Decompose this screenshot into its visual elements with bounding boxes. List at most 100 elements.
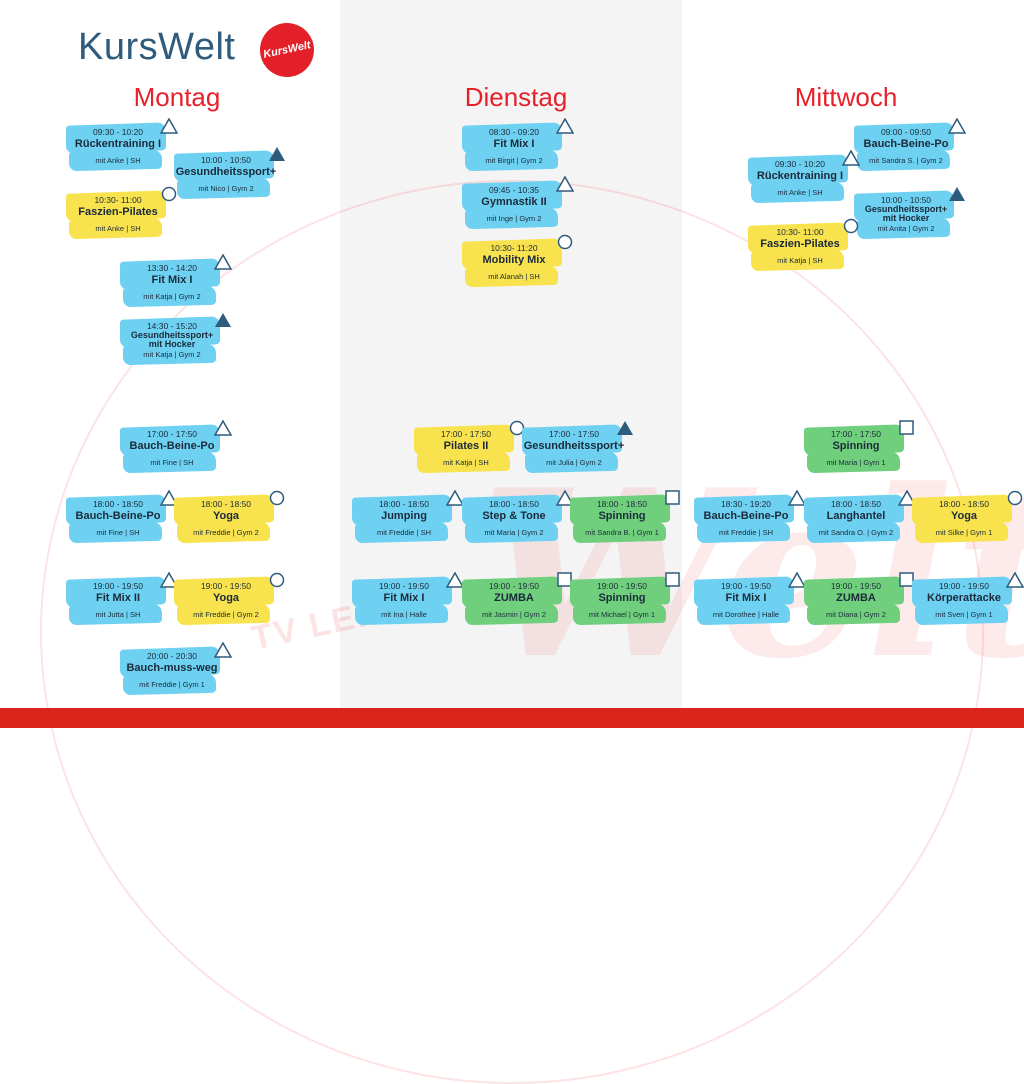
- course-trainer-room: mit Anita | Gym 2: [877, 224, 935, 233]
- course-time: 19:00 - 19:50: [92, 581, 144, 591]
- course-trainer-room: mit Ina | Halle: [381, 610, 427, 619]
- course-trainer-room: mit Birgit | Gym 2: [485, 156, 543, 165]
- triangle-filled-icon: [214, 312, 232, 328]
- course-name: ZUMBA: [836, 592, 876, 604]
- course-time: 09:30 - 10:20: [92, 127, 144, 137]
- logo-badge: KursWelt: [254, 17, 320, 83]
- course-trainer-room: mit Julia | Gym 2: [546, 458, 602, 467]
- course-trainer-room: mit Jutta | SH: [95, 610, 141, 619]
- course-time: 09:45 - 10:35: [488, 185, 540, 195]
- course-trainer-room: mit Anke | SH: [95, 156, 141, 165]
- course-name: Gesundheitssport+mit Hocker: [850, 205, 962, 223]
- course-name: Bauch-Beine-Po: [703, 510, 789, 522]
- course-title: Gesundheitssport+: [130, 330, 214, 340]
- course-time: 19:00 - 19:50: [596, 581, 648, 591]
- course-name: Spinning: [832, 440, 880, 452]
- course-time: 08:30 - 09:20: [488, 127, 540, 137]
- triangle-outline-icon: [213, 641, 233, 658]
- course-trainer-room: mit Freddie | Gym 2: [193, 528, 259, 537]
- course-name: Spinning: [598, 510, 646, 522]
- course-time: 10:00 - 10:50: [200, 155, 252, 165]
- course-trainer-room: mit Maria | Gym 1: [826, 458, 886, 467]
- course-name: Gesundheitssport+mit Hocker: [116, 331, 228, 349]
- course-time: 17:00 - 17:50: [440, 429, 492, 439]
- course-time: 14:30 - 15:20: [146, 321, 198, 331]
- course-trainer-room: mit Alanah | SH: [488, 272, 540, 281]
- course-name: Fit Mix I: [383, 592, 425, 604]
- day-title-mittwoch: Mittwoch: [794, 82, 898, 112]
- triangle-outline-icon: [555, 117, 575, 134]
- square-outline-icon: [898, 420, 916, 436]
- triangle-outline-icon: [445, 571, 465, 588]
- course-trainer-room: mit Katja | Gym 2: [143, 292, 201, 301]
- circle-outline-icon: [842, 218, 860, 234]
- course-trainer-room: mit Freddie | Gym 2: [193, 610, 259, 619]
- course-time: 19:00 - 19:50: [938, 581, 990, 591]
- course-name: Bauch-Beine-Po: [863, 138, 949, 150]
- course-time: 18:00 - 18:50: [92, 499, 144, 509]
- course-time: 18:00 - 18:50: [378, 499, 430, 509]
- circle-outline-icon: [160, 186, 178, 202]
- course-name: Fit Mix I: [151, 274, 193, 286]
- course-name: ZUMBA: [494, 592, 534, 604]
- course-time: 17:00 - 17:50: [830, 429, 882, 439]
- course-name: Faszien-Pilates: [760, 238, 840, 250]
- circle-outline-icon: [268, 572, 286, 588]
- circle-outline-icon: [268, 490, 286, 506]
- course-name: Fit Mix II: [96, 592, 140, 604]
- triangle-outline-icon: [159, 489, 179, 506]
- course-extra: mit Hocker: [148, 339, 196, 349]
- course-name: Fit Mix I: [725, 592, 767, 604]
- course-trainer-room: mit Fine | SH: [96, 528, 140, 537]
- circle-outline-icon: [1006, 490, 1024, 506]
- course-trainer-room: mit Sven | Gym 1: [935, 610, 993, 619]
- course-time: 10:30- 11:00: [776, 227, 824, 237]
- course-name: Fit Mix I: [493, 138, 535, 150]
- course-time: 18:00 - 18:50: [938, 499, 990, 509]
- triangle-outline-icon: [947, 117, 967, 134]
- course-time: 19:00 - 19:50: [378, 581, 430, 591]
- course-time: 18:00 - 18:50: [830, 499, 882, 509]
- square-outline-icon: [664, 572, 682, 588]
- course-name: Gymnastik II: [481, 196, 547, 208]
- course-trainer-room: mit Inge | Gym 2: [486, 214, 542, 223]
- course-trainer-room: mit Dorothee | Halle: [712, 610, 780, 619]
- triangle-outline-icon: [445, 489, 465, 506]
- square-outline-icon: [664, 490, 682, 506]
- course-time: 09:00 - 09:50: [880, 127, 932, 137]
- course-name: Yoga: [950, 510, 978, 522]
- course-trainer-room: mit Diana | Gym 2: [826, 610, 886, 619]
- course-time: 17:00 - 17:50: [548, 429, 600, 439]
- course-time: 13:30 - 14:20: [146, 263, 198, 273]
- course-name: Mobility Mix: [482, 254, 546, 266]
- course-name: Step & Tone: [482, 510, 546, 522]
- triangle-outline-icon: [897, 489, 917, 506]
- triangle-outline-icon: [787, 489, 807, 506]
- course-trainer-room: mit Katja | Gym 2: [143, 350, 201, 359]
- course-name: Pilates II: [443, 440, 489, 452]
- triangle-filled-icon: [616, 420, 634, 436]
- course-name: Jumping: [381, 510, 427, 522]
- course-time: 19:00 - 19:50: [488, 581, 540, 591]
